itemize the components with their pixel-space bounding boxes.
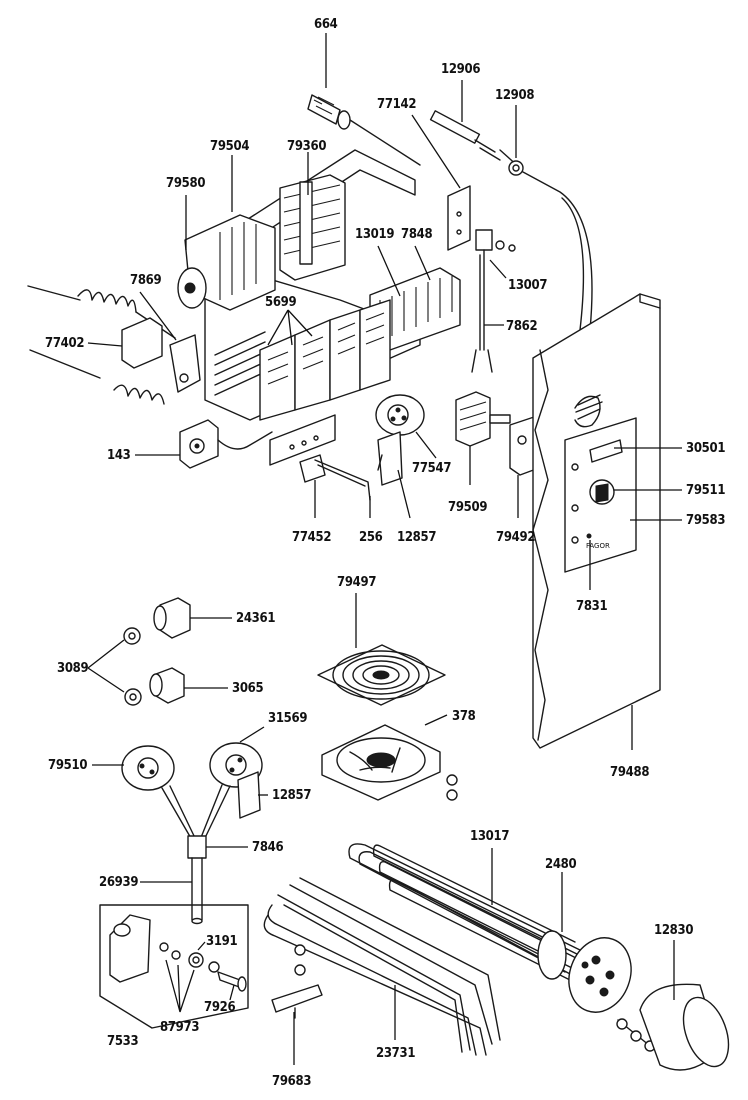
heating-element-23731 — [263, 877, 501, 1056]
label-79360: 79360 — [287, 139, 326, 154]
label-26939: 26939 — [99, 875, 138, 890]
flange — [568, 937, 656, 1052]
label-3089: 3089 — [57, 661, 89, 676]
label-77402: 77402 — [45, 336, 84, 351]
leader-7926 — [229, 984, 235, 1001]
bracket-77452 — [269, 414, 336, 483]
cable-gland-664 — [307, 94, 421, 166]
label-77142: 77142 — [377, 97, 416, 112]
leader-7848 — [414, 245, 431, 281]
label-7926: 7926 — [204, 1000, 236, 1015]
thermostat-143 — [179, 419, 273, 469]
plate-77142 — [447, 185, 471, 251]
label-79511: 79511 — [686, 483, 725, 498]
leader-3089 — [87, 639, 125, 693]
bracket-77402 — [121, 317, 201, 393]
heating-element-13017 — [348, 843, 591, 986]
label-7848: 7848 — [401, 227, 433, 242]
y-connector-7846 — [187, 835, 207, 925]
label-87973: 87973 — [160, 1020, 199, 1035]
contactors-5699 — [259, 299, 391, 421]
label-31569: 31569 — [268, 711, 307, 726]
label-79580: 79580 — [166, 176, 205, 191]
label-24361: 24361 — [236, 611, 275, 626]
label-256: 256 — [359, 530, 383, 545]
label-664: 664 — [314, 17, 338, 32]
label-7533: 7533 — [107, 1034, 139, 1049]
label-77452: 77452 — [292, 530, 331, 545]
switch-79509 — [455, 391, 511, 447]
label-143: 143 — [107, 448, 131, 463]
leader-31569 — [239, 726, 265, 743]
pressure-switch-77547 — [375, 394, 425, 486]
label-7846: 7846 — [252, 840, 284, 855]
leader-13019 — [377, 245, 401, 297]
label-3065: 3065 — [232, 681, 264, 696]
leader-87973 — [165, 959, 195, 1013]
leader-77547 — [415, 431, 437, 459]
label-12908: 12908 — [495, 88, 534, 103]
label-378: 378 — [452, 709, 476, 724]
label-79509: 79509 — [448, 500, 487, 515]
label-79497: 79497 — [337, 575, 376, 590]
panel-brand: FAGOR — [586, 542, 610, 550]
label-2480: 2480 — [545, 857, 577, 872]
label-12857-a: 12857 — [397, 530, 436, 545]
label-30501: 30501 — [686, 441, 725, 456]
label-79492: 79492 — [496, 530, 535, 545]
label-13017: 13017 — [470, 829, 509, 844]
bracket-79683 — [271, 984, 323, 1019]
leader-77402 — [87, 342, 123, 347]
label-13019: 13019 — [355, 227, 394, 242]
label-7869: 7869 — [130, 273, 162, 288]
leader-378 — [424, 714, 448, 726]
label-12906: 12906 — [441, 62, 480, 77]
leader-13007 — [489, 259, 507, 279]
leader-7869 — [139, 291, 177, 341]
fan-378 — [321, 724, 458, 801]
selector-switch-79580 — [177, 214, 276, 311]
label-23731: 23731 — [376, 1046, 415, 1061]
label-79504: 79504 — [210, 139, 249, 154]
fan-grille-79497 — [317, 644, 446, 706]
knob-24361 — [123, 597, 191, 645]
label-79488: 79488 — [610, 765, 649, 780]
part-labels: 664 12906 12908 77142 79504 79360 79580 … — [45, 17, 726, 1089]
knob-3065 — [124, 667, 185, 706]
label-7831: 7831 — [576, 599, 608, 614]
control-panel-79583: FAGOR — [564, 417, 637, 573]
cover-12830 — [639, 983, 730, 1071]
sensor-probe-12906 — [429, 110, 521, 169]
leader-5699 — [267, 309, 313, 346]
connector-13007 — [471, 229, 516, 373]
label-12857-b: 12857 — [272, 788, 311, 803]
label-77547: 77547 — [412, 461, 451, 476]
label-12830: 12830 — [654, 923, 693, 938]
nut-12908 — [508, 160, 593, 331]
switch-block-79360 — [279, 174, 346, 281]
label-3191: 3191 — [206, 934, 238, 949]
leader-77142 — [411, 114, 461, 189]
label-13007: 13007 — [508, 278, 547, 293]
label-79683: 79683 — [272, 1074, 311, 1089]
leader-12857a — [397, 469, 411, 519]
label-79583: 79583 — [686, 513, 725, 528]
tube-256 — [314, 459, 371, 501]
pressure-switch-31569 — [199, 742, 263, 841]
label-7862: 7862 — [506, 319, 538, 334]
leader-3191 — [197, 941, 206, 951]
label-79510: 79510 — [48, 758, 87, 773]
label-5699: 5699 — [265, 295, 297, 310]
hose-kit-7533 — [99, 904, 249, 1029]
pressure-switch-79510 — [121, 745, 197, 841]
